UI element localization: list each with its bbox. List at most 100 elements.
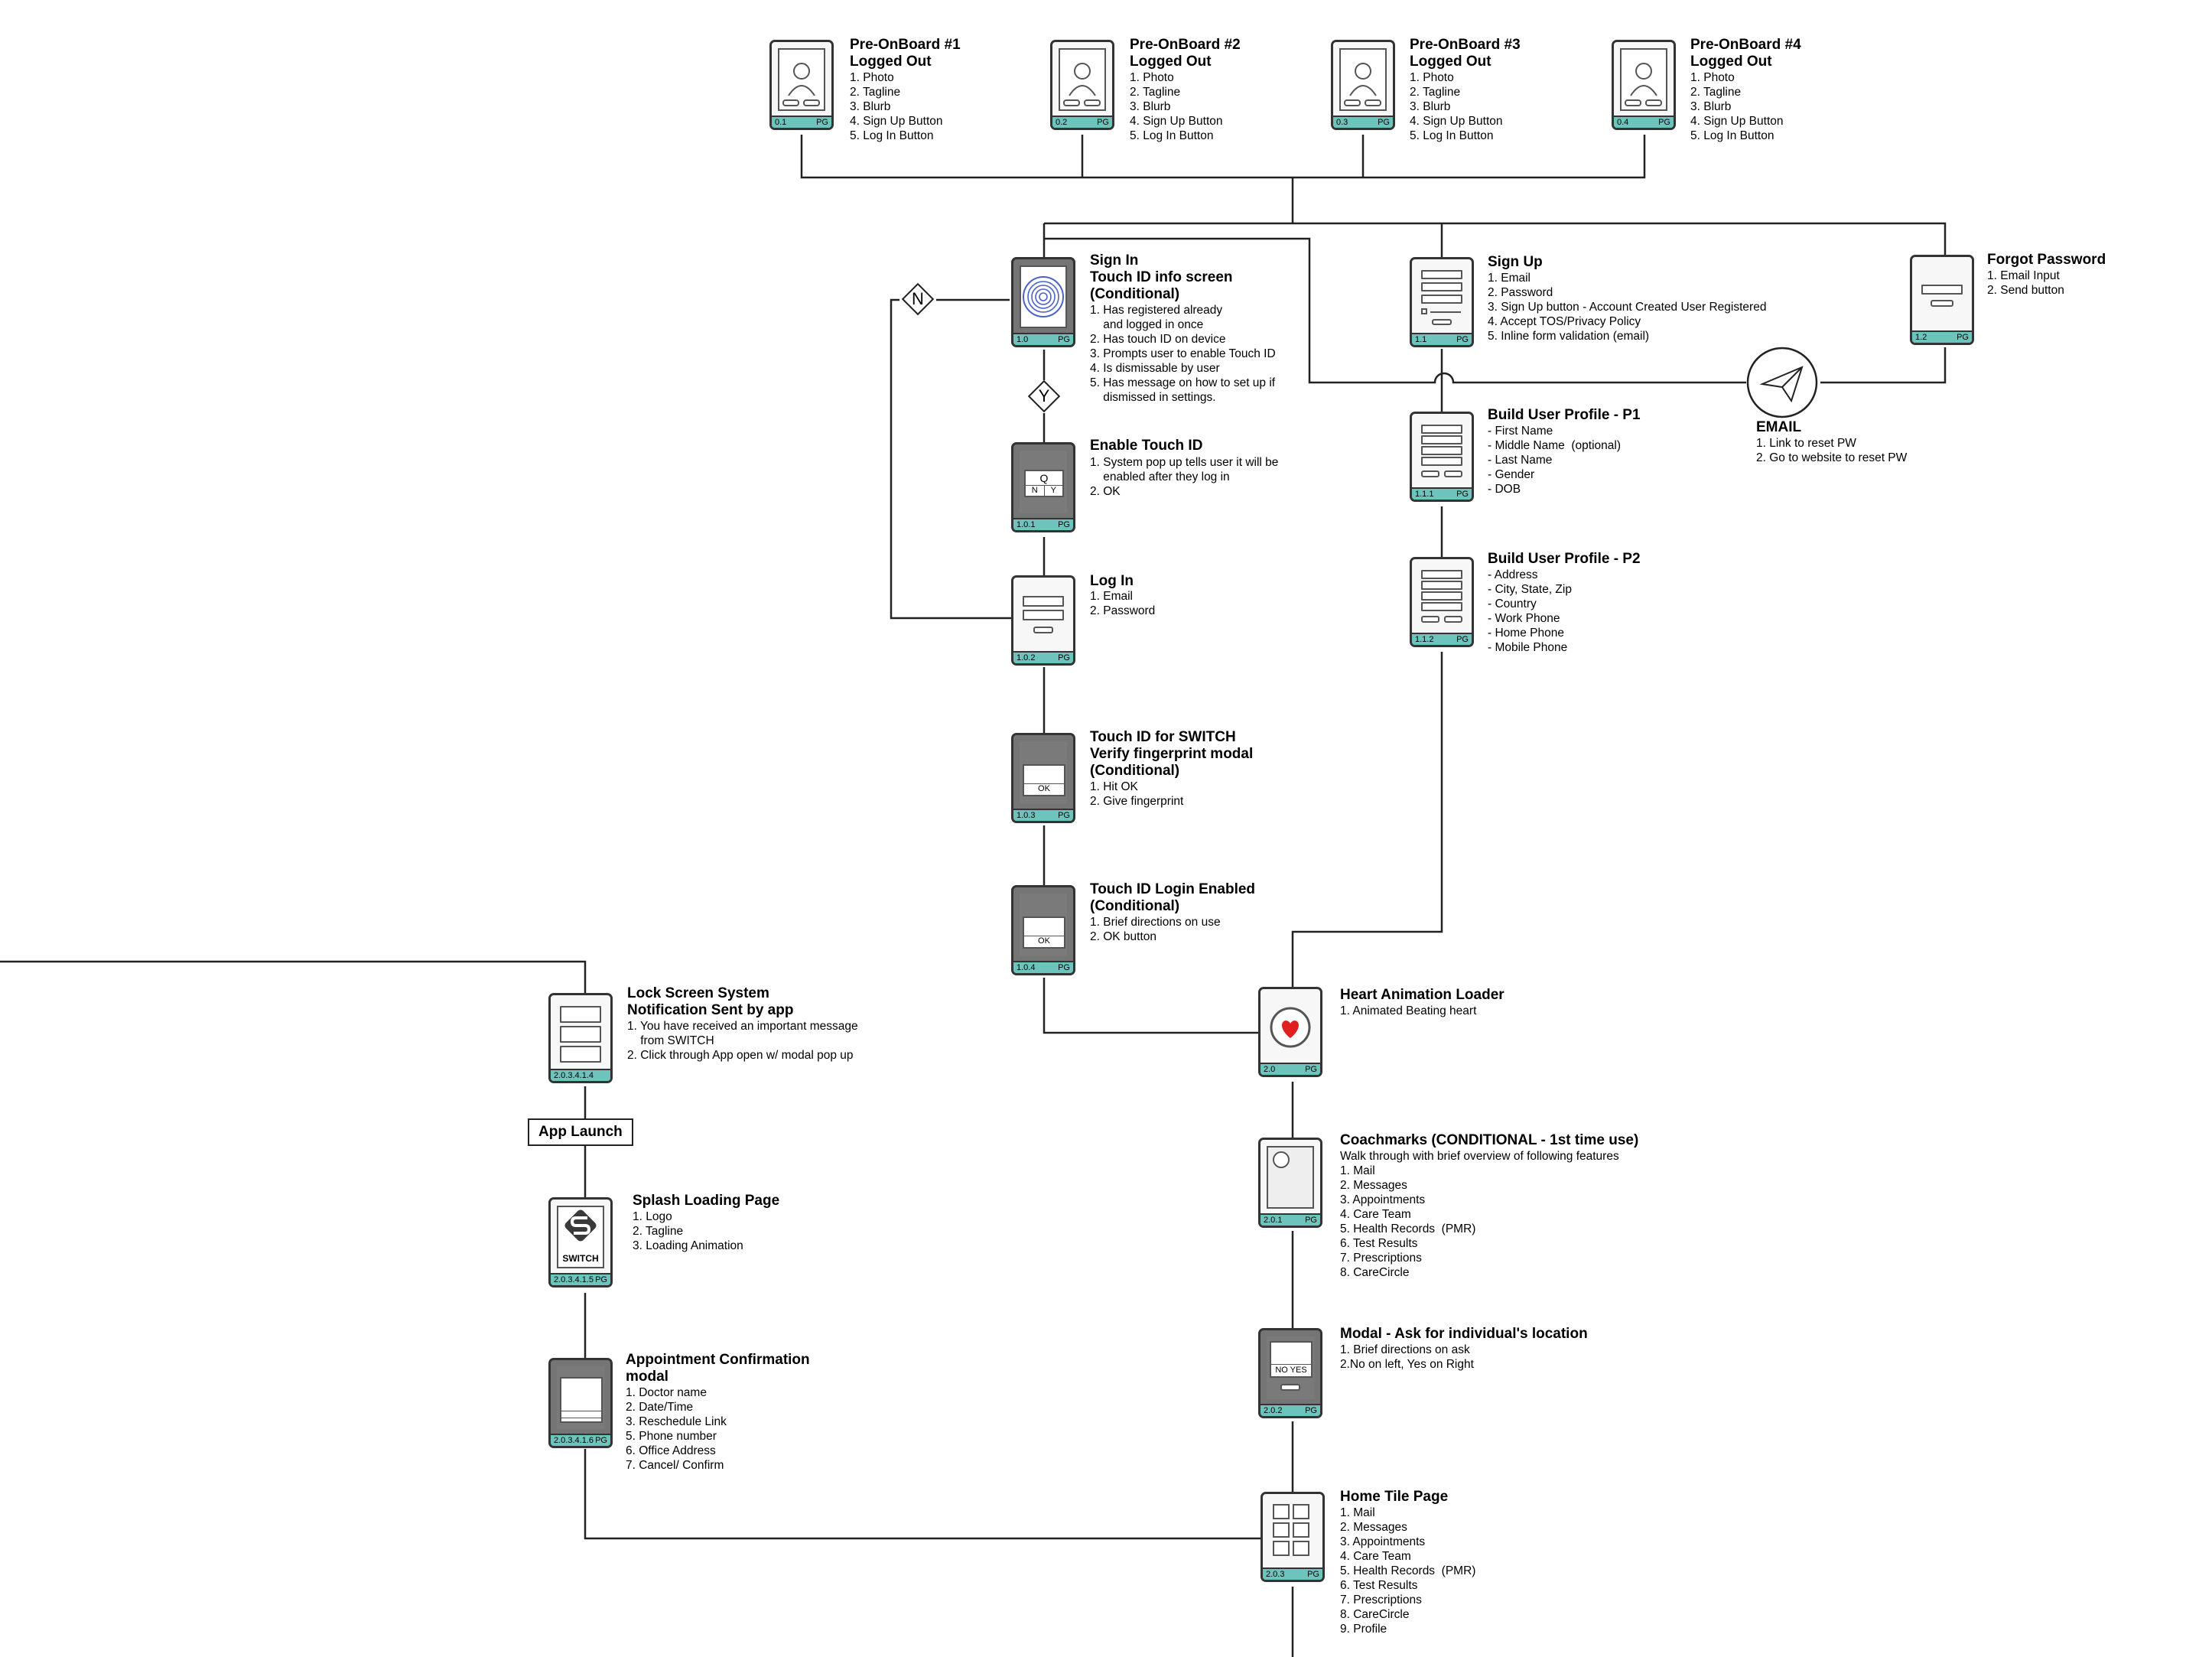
list-item: 3. Prompts user to enable Touch ID [1090, 347, 1276, 360]
list-item: 8. CareCircle [1340, 1608, 1410, 1621]
pg-tag: PG [1957, 333, 1969, 342]
list-item: 2. Has touch ID on device [1090, 333, 1226, 346]
node-title: Pre-OnBoard #4 [1690, 37, 1801, 53]
list-item: 7. Prescriptions [1340, 1252, 1422, 1265]
list-item: 2. Tagline [1410, 86, 1461, 99]
screen-id: 1.0.2 [1017, 653, 1036, 662]
pg-tag: PG [1305, 1065, 1317, 1074]
node-title: Pre-OnBoard #1 [850, 37, 961, 53]
list-item: 1. Photo [850, 71, 894, 84]
list-item: 6. Test Results [1340, 1237, 1418, 1250]
login-button-icon [1033, 627, 1053, 633]
list-item: 2. Tagline [850, 86, 901, 99]
list-item: 2. OK button [1090, 930, 1157, 943]
node-subtitle-2: (Conditional) [1090, 286, 1180, 302]
node-title: Home Tile Page [1340, 1489, 1449, 1505]
list-item: 5. Health Records (PMR) [1340, 1222, 1476, 1235]
list-item: 2. Password [1090, 604, 1156, 617]
node-title: Pre-OnBoard #3 [1410, 37, 1521, 53]
pg-tag: PG [1305, 1406, 1317, 1415]
screen-id: 2.0.3.4.1.4 [554, 1071, 594, 1080]
ok-modal-icon: OK [1023, 916, 1065, 949]
pg-tag: PG [1378, 118, 1390, 127]
list-item: 1. Email [1090, 590, 1133, 603]
node-title: Touch ID for SWITCH [1090, 729, 1236, 745]
node-title: Splash Loading Page [633, 1193, 780, 1209]
pg-tag: PG [595, 1275, 607, 1284]
item-list: - First Name- Middle Name (optional)- La… [1488, 424, 1621, 496]
screen-thumb: 2.0.3.4.1.4 [548, 993, 613, 1083]
list-item: 5. Log In Button [1690, 129, 1774, 142]
list-item: 2. Date/Time [626, 1401, 694, 1414]
screen-id: 0.2 [1056, 118, 1068, 127]
screen-id: 2.0.3.4.1.5 [554, 1275, 594, 1284]
connector-top-bus [1043, 222, 1947, 257]
screen-id: 2.0.3 [1266, 1570, 1285, 1579]
list-item: - Address [1488, 568, 1538, 581]
tile-grid-icon [1269, 1500, 1316, 1563]
list-item: 1. Email Input [1987, 269, 2060, 282]
list-item: 2. OK [1090, 485, 1121, 498]
node-title: Coachmarks (CONDITIONAL - 1st time use) [1340, 1132, 1639, 1148]
pg-tag: PG [1058, 963, 1070, 972]
list-item: 1. System pop up tells user it will be [1090, 456, 1279, 469]
list-item: 4. Sign Up Button [1410, 115, 1503, 128]
node-subtitle: Logged Out [1410, 54, 1491, 70]
node-title: Build User Profile - P1 [1488, 407, 1641, 423]
list-item: 5. Log In Button [1130, 129, 1214, 142]
list-item: 2.No on left, Yes on Right [1340, 1358, 1474, 1371]
node-title: Touch ID Login Enabled [1090, 881, 1256, 897]
list-item: - Mobile Phone [1488, 641, 1568, 654]
list-item: 1. Has registered already [1090, 304, 1223, 317]
list-item: 5. Log In Button [850, 129, 934, 142]
list-item: - DOB [1488, 483, 1521, 496]
node-subtitle: Logged Out [850, 54, 932, 70]
node-title: Forgot Password [1987, 252, 2106, 268]
notification-icon [557, 1001, 604, 1064]
pg-tag: PG [1456, 335, 1469, 344]
node-title: Appointment Confirmation [626, 1352, 810, 1368]
list-item: dismissed in settings. [1090, 391, 1216, 404]
connector-signup-chain [1291, 349, 1443, 987]
list-item: 3. Sign Up button - Account Created User… [1488, 301, 1767, 314]
node-title: Sign In [1090, 252, 1139, 269]
email-field-icon [1023, 596, 1064, 607]
screen-id: 0.4 [1617, 118, 1629, 127]
app-launch-label: App Launch [528, 1118, 633, 1146]
decision-label: Y [1038, 386, 1050, 405]
node-title: Sign Up [1488, 254, 1543, 270]
list-item: 7. Prescriptions [1340, 1594, 1422, 1607]
item-list: 1. Animated Beating heart [1340, 1004, 1476, 1018]
list-item: 3. Blurb [1690, 100, 1732, 113]
node-subtitle-2: (Conditional) [1090, 763, 1180, 779]
screen-id: 1.0.1 [1017, 520, 1036, 529]
list-item: and logged in once [1090, 318, 1204, 331]
screen-id: 1.1.2 [1415, 635, 1434, 644]
list-item: 8. CareCircle [1340, 1266, 1410, 1279]
list-item: 1. Photo [1690, 71, 1735, 84]
list-item: 1. Mail [1340, 1164, 1375, 1177]
list-item: 4. Care Team [1340, 1550, 1411, 1563]
person-photo-icon [778, 48, 825, 111]
list-item: 2. Give fingerprint [1090, 795, 1184, 808]
fingerprint-icon [1020, 265, 1067, 328]
connector-n-loop [890, 298, 1011, 620]
list-item: 3. Blurb [1130, 100, 1171, 113]
node-title: Pre-OnBoard #2 [1130, 37, 1241, 53]
password-field-icon [1023, 610, 1064, 620]
list-item: 1. Doctor name [626, 1386, 707, 1399]
list-item: 5. Has message on how to set up if [1090, 376, 1276, 389]
pg-tag: PG [1456, 635, 1469, 644]
